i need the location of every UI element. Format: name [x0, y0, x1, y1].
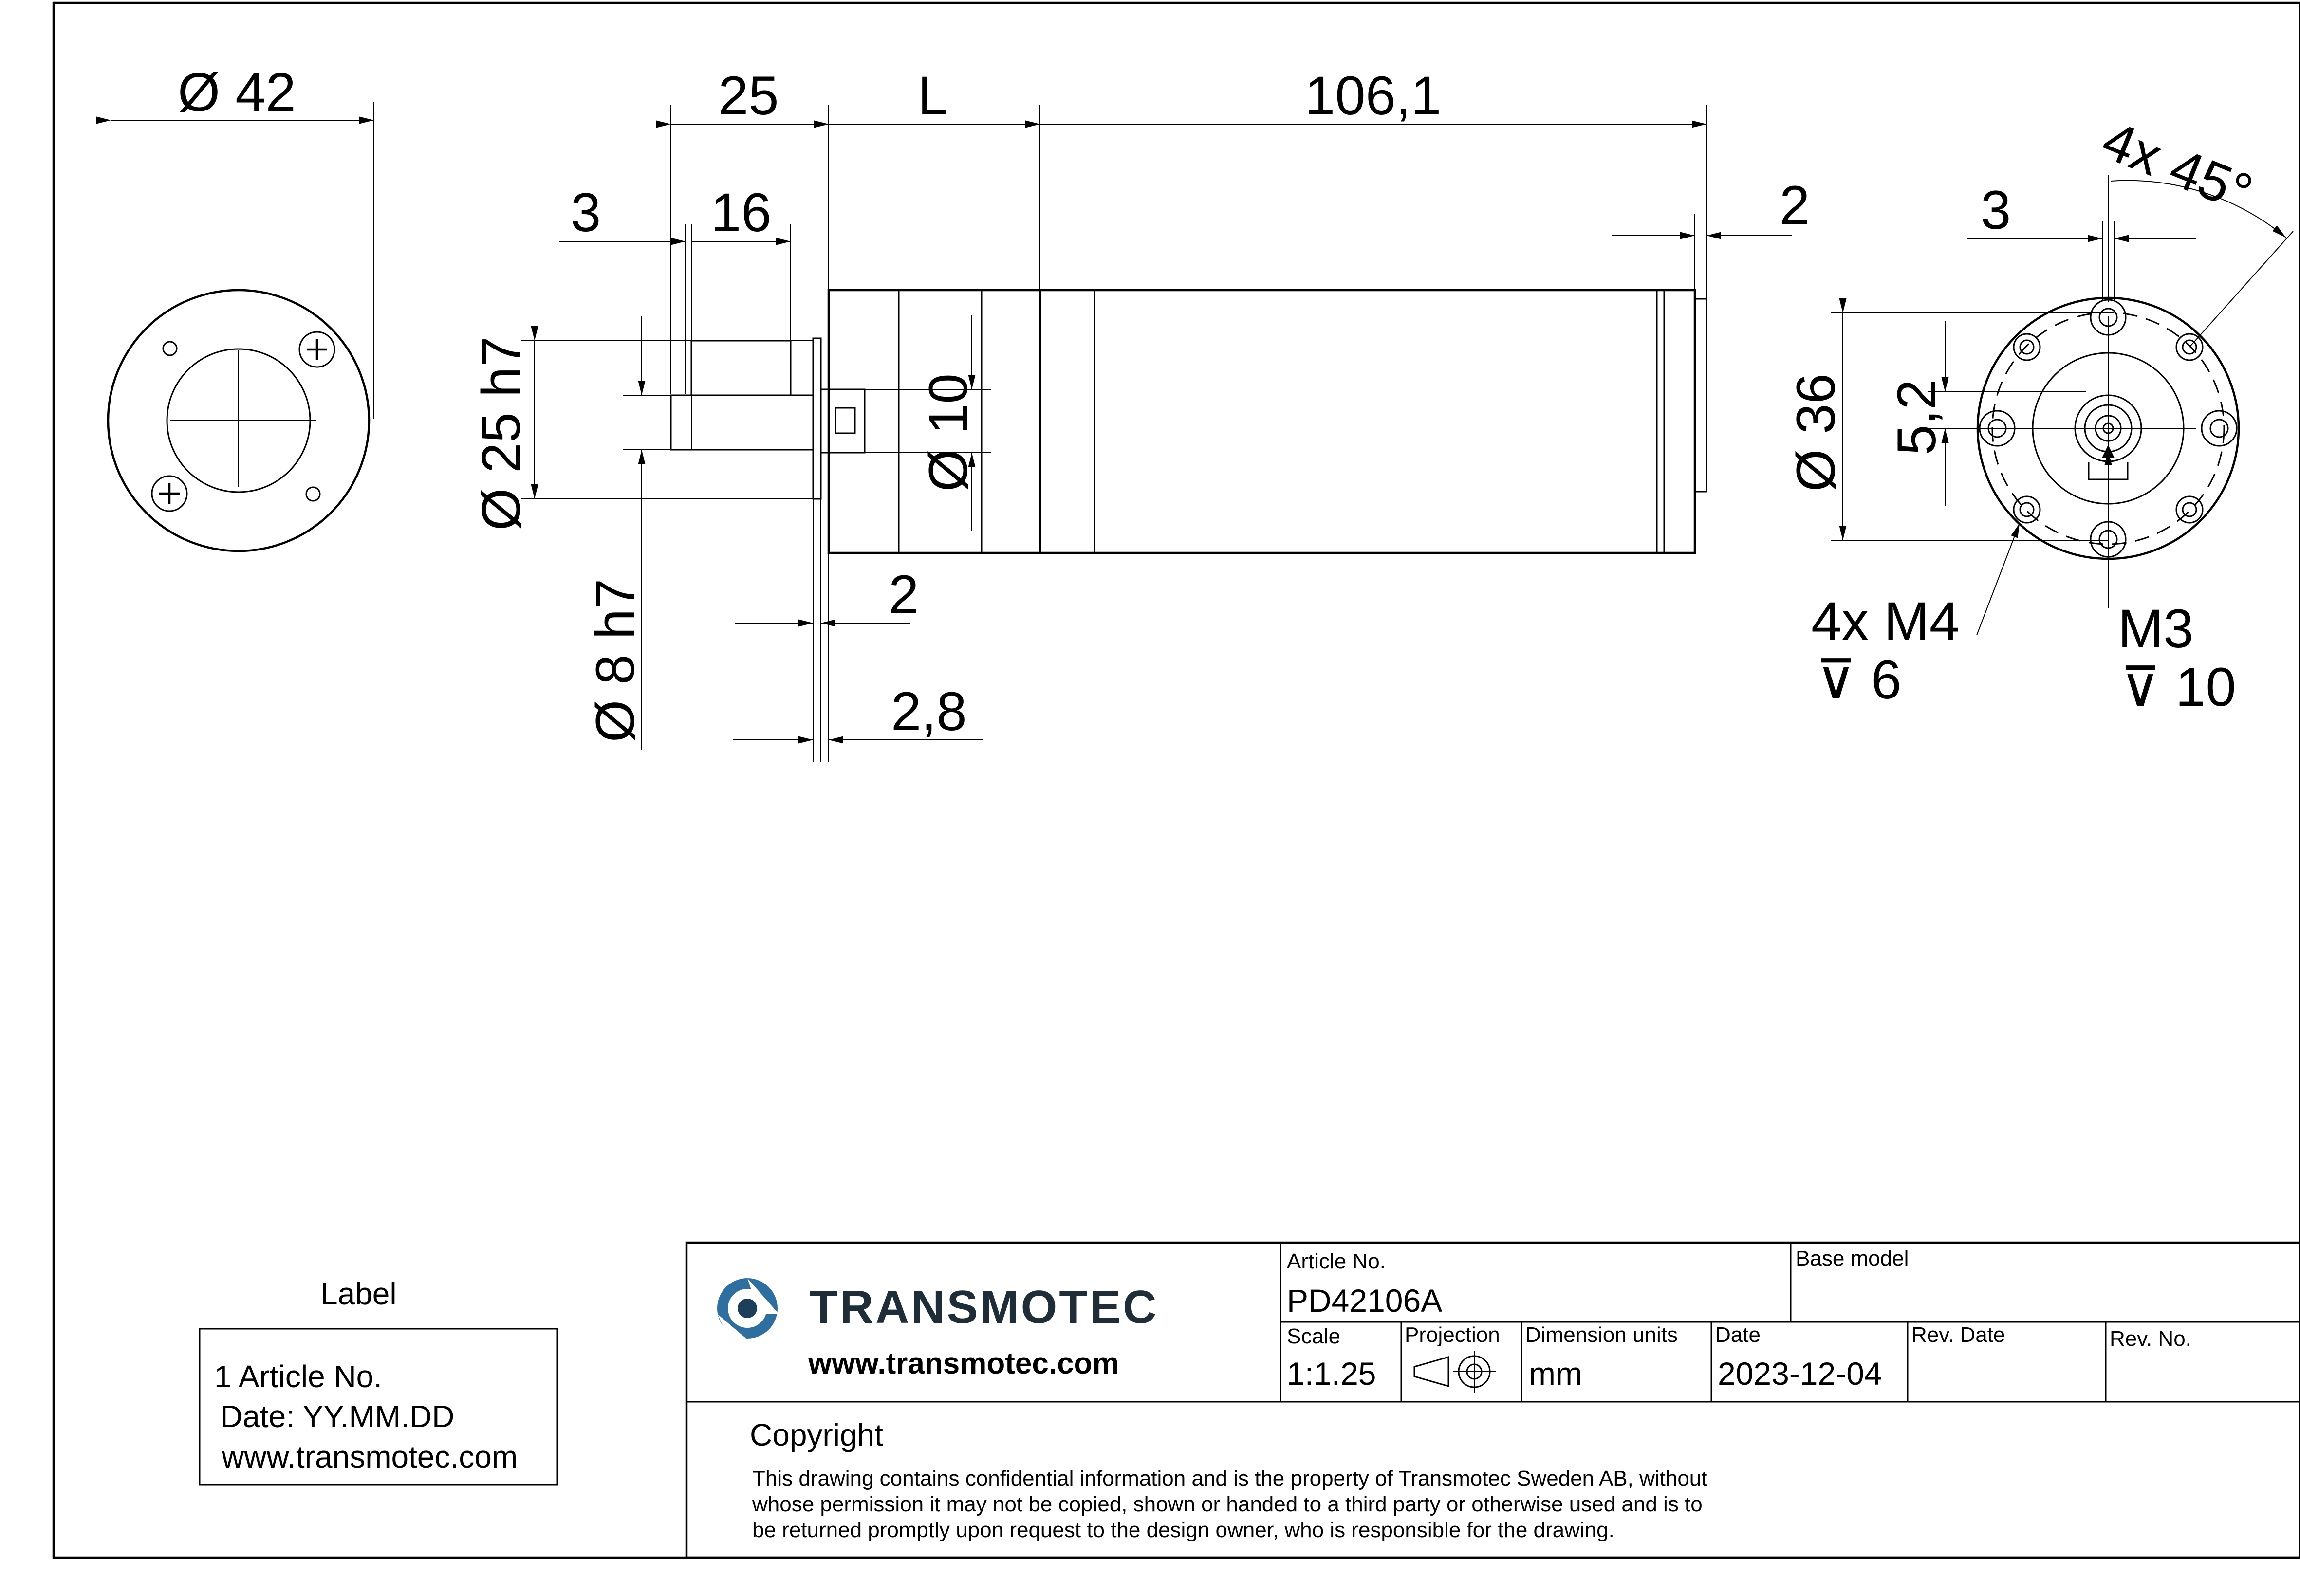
- transmotec-logo-icon: [717, 1278, 779, 1343]
- article-no-label: Article No.: [1287, 1249, 1386, 1273]
- dim-length-25: 25: [718, 65, 779, 126]
- copyright-line-2: whose permission it may not be copied, s…: [752, 1492, 1703, 1516]
- dim-angle-4x-45: 4x 45°: [2094, 109, 2261, 223]
- screw-head-top-right: [298, 331, 335, 368]
- copyright-heading: Copyright: [750, 1417, 883, 1452]
- dim-diameter-42: Ø 42: [178, 62, 296, 123]
- screw-head-bottom-left: [151, 475, 188, 512]
- dim-length-L: L: [918, 65, 948, 126]
- copyright-line-1: This drawing contains confidential infor…: [752, 1467, 1707, 1490]
- end-view-right: 3 4x 45° Ø 36 5,2 4x M4 ⊽ 6 M3 ⊽ 10: [1785, 109, 2294, 717]
- dim-length-106-1: 106,1: [1305, 65, 1441, 126]
- dim-diameter-8-h7: Ø 8 h7: [585, 579, 646, 742]
- scale-value: 1:1.25: [1287, 1356, 1376, 1392]
- thread-4x-m4: 4x M4: [1811, 591, 1960, 652]
- date-value: 2023-12-04: [1718, 1356, 1882, 1392]
- projection-symbol-icon: [1413, 1351, 1496, 1393]
- thread-m3: M3: [2118, 598, 2194, 659]
- dim-length-2-lower: 2: [889, 564, 919, 625]
- dimension-units-value: mm: [1529, 1356, 1582, 1392]
- base-model-label: Base model: [1796, 1247, 1909, 1270]
- label-line-1: 1 Article No.: [214, 1359, 382, 1394]
- dim-length-3-left: 3: [571, 182, 601, 243]
- label-box: Label 1 Article No. Date: YY.MM.DD www.t…: [199, 1276, 558, 1486]
- dim-length-5-2: 5,2: [1886, 379, 1947, 455]
- dim-length-2-8: 2,8: [891, 681, 967, 742]
- label-line-2: Date: YY.MM.DD: [220, 1399, 454, 1434]
- dimension-units-label: Dimension units: [1525, 1323, 1678, 1347]
- title-block: TRANSMOTEC www.transmotec.com Article No…: [685, 1241, 2300, 1559]
- copyright-line-3: be returned promptly upon request to the…: [752, 1518, 1614, 1542]
- depth-6: ⊽ 6: [1816, 649, 1901, 710]
- dim-length-2-top: 2: [1780, 175, 1810, 236]
- dim-length-16: 16: [711, 182, 772, 243]
- label-heading: Label: [320, 1276, 397, 1311]
- side-view-motor: 25 L 106,1 3 16 2 Ø 25 h7 Ø 8 h7: [471, 65, 1810, 762]
- rev-date-label: Rev. Date: [1911, 1323, 2005, 1347]
- brand-name: TRANSMOTEC: [809, 1281, 1158, 1333]
- dim-diameter-10: Ø 10: [918, 373, 979, 492]
- label-line-3: www.transmotec.com: [221, 1439, 518, 1474]
- projection-label: Projection: [1405, 1323, 1500, 1347]
- dim-diameter-36: Ø 36: [1785, 373, 1846, 492]
- brand-website: www.transmotec.com: [808, 1347, 1119, 1380]
- depth-10: ⊽ 10: [2120, 657, 2236, 717]
- scale-label: Scale: [1287, 1324, 1340, 1348]
- rev-no-label: Rev. No.: [2110, 1327, 2191, 1351]
- article-no-value: PD42106A: [1287, 1283, 1442, 1319]
- dim-length-3-right: 3: [1981, 180, 2011, 240]
- dim-diameter-25-h7: Ø 25 h7: [471, 336, 532, 531]
- date-label: Date: [1715, 1323, 1761, 1347]
- front-view-left: Ø 42: [96, 62, 374, 552]
